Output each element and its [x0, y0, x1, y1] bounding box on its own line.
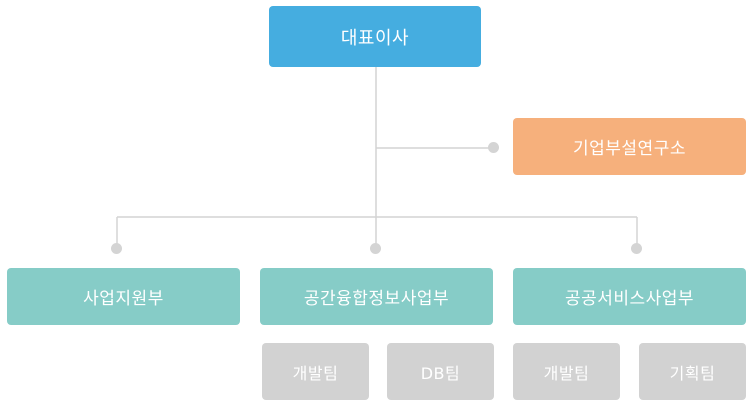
department-label: 공공서비스사업부 [564, 289, 695, 309]
department-3-connector-dot [631, 243, 642, 254]
team-box: 개발팀 [513, 343, 620, 400]
team-box: DB팀 [387, 343, 494, 400]
research-lab-box: 기업부설연구소 [513, 118, 746, 175]
lab-connector-dot [488, 142, 499, 153]
department-label: 공간융합정보사업부 [303, 289, 450, 309]
department-1-connector-dot [111, 243, 122, 254]
research-lab-label: 기업부설연구소 [573, 139, 686, 159]
ceo-label: 대표이사 [340, 27, 410, 49]
team-label: 개발팀 [543, 363, 590, 383]
team-label: 기획팀 [669, 363, 716, 383]
department-box-public-service: 공공서비스사업부 [513, 268, 746, 325]
team-box: 개발팀 [262, 343, 369, 400]
department-box-business-support: 사업지원부 [7, 268, 240, 325]
ceo-box: 대표이사 [269, 6, 481, 67]
team-label: 개발팀 [292, 363, 339, 383]
team-box: 기획팀 [639, 343, 746, 400]
team-label: DB팀 [420, 363, 461, 383]
department-2-connector-dot [370, 243, 381, 254]
department-box-spatial-info: 공간융합정보사업부 [260, 268, 493, 325]
department-label: 사업지원부 [83, 289, 164, 309]
